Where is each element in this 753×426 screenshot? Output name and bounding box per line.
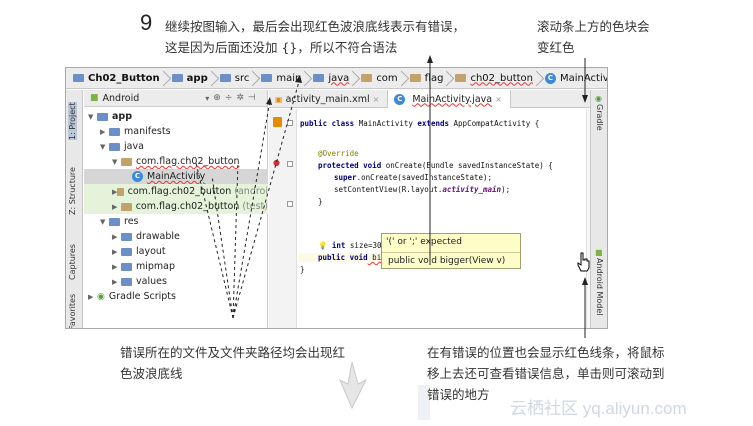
editor-gutter: ●	[269, 109, 297, 328]
left-tool-stripe: 1: Project Z: Structure Captures Favorit…	[66, 90, 83, 328]
tooltip-error-message: '(' or ';' expected	[386, 237, 462, 247]
error-tooltip: '(' or ';' expected public void bigger(V…	[381, 233, 521, 269]
navigation-bar: Ch02_Button app src main java com flag c…	[66, 68, 607, 89]
bulb-icon[interactable]: 💡	[318, 241, 328, 250]
gear-icon[interactable]: ✲	[236, 93, 244, 103]
tree-item-gradle-scripts[interactable]: ▶◉Gradle Scripts	[88, 291, 176, 302]
error-position-annotation: 在有错误的位置也会显示红色线条，将鼠标移上去还可查看错误信息，单击则可滚动到错误…	[427, 345, 665, 402]
package-icon	[117, 187, 124, 196]
project-panel: ■ Android ▾ ⊕ ÷ ✲ ⊣ ▼app ▶manifests ▼jav…	[84, 90, 268, 328]
tree-item-res[interactable]: ▼res	[100, 216, 139, 227]
project-toolbar: ■ Android ▾ ⊕ ÷ ✲ ⊣	[84, 90, 267, 107]
fold-icon[interactable]	[287, 161, 293, 167]
tree-item-values[interactable]: ▶values	[112, 276, 167, 287]
gradle-icon: ◉	[595, 94, 602, 103]
class-icon: C	[132, 171, 143, 182]
hand-cursor-icon	[577, 252, 590, 272]
crumb-com[interactable]: com	[357, 70, 403, 87]
crumb-src[interactable]: src	[216, 70, 256, 87]
gradle-icon: ◉	[97, 291, 105, 302]
view-mode-select[interactable]: Android	[102, 92, 140, 104]
tree-item-package-androidtest[interactable]: ▶com.flag.ch02_button (androi	[84, 184, 268, 199]
override-icon: ●	[273, 158, 280, 167]
crumb-project[interactable]: Ch02_Button	[69, 70, 166, 87]
class-icon: C	[545, 72, 556, 84]
folder-icon	[121, 232, 132, 241]
crumb-app[interactable]: app	[168, 70, 214, 87]
folder-icon	[261, 74, 273, 82]
watermark: 云栖社区 yq.aliyun.com	[510, 399, 687, 418]
package-icon	[120, 202, 132, 211]
close-icon[interactable]: ×	[495, 94, 502, 104]
android-icon: ■	[90, 93, 99, 103]
android-icon: ■	[595, 248, 603, 257]
right-tool-stripe: ◉ Gradle ■ Android Model	[590, 90, 607, 328]
scrollbar-annotation: 滚动条上方的色块会变红色	[537, 19, 650, 55]
fold-icon[interactable]	[287, 201, 293, 207]
tooltip-signature: public void bigger(View v)	[382, 252, 520, 269]
folder-icon	[121, 262, 132, 271]
collapse-icon[interactable]: ÷	[224, 93, 233, 103]
folder-icon	[313, 74, 325, 82]
folder-icon	[109, 127, 120, 136]
package-icon	[121, 157, 132, 166]
file-path-annotation: 错误所在的文件及文件夹路径均会出现红色波浪底线	[120, 345, 346, 381]
tree-item-app[interactable]: ▼app	[88, 111, 133, 122]
crumb-main[interactable]: main	[257, 70, 307, 87]
tree-item-drawable[interactable]: ▶drawable	[112, 231, 180, 242]
tab-activity-main-xml[interactable]: ▣activity_main.xml×	[269, 90, 389, 108]
folder-icon	[73, 74, 84, 82]
class-icon: C	[394, 93, 406, 105]
crumb-java[interactable]: java	[309, 70, 355, 87]
folder-icon	[109, 217, 120, 226]
tree-item-java[interactable]: ▼java	[100, 141, 144, 152]
tree-item-package[interactable]: ▼com.flag.ch02_button	[112, 156, 240, 167]
folder-icon	[121, 277, 132, 286]
tree-item-package-test[interactable]: ▶com.flag.ch02_button (test)	[84, 199, 268, 214]
ide-window: Ch02_Button app src main java com flag c…	[65, 67, 608, 329]
step-annotation: 继续按图输入，最后会出现红色波浪底线表示有错误，这是因为后面还没加 {}，所以不…	[165, 19, 466, 55]
chevron-down-icon[interactable]: ▾	[205, 93, 210, 103]
sync-icon[interactable]: ⊕	[213, 93, 221, 103]
package-icon	[361, 74, 373, 82]
fold-icon[interactable]	[287, 120, 293, 126]
folder-icon	[109, 142, 120, 151]
package-icon	[455, 74, 467, 82]
tree-item-manifests[interactable]: ▶manifests	[100, 126, 171, 137]
crumb-ch02-button[interactable]: ch02_button	[451, 70, 539, 87]
xml-file-icon: ▣	[275, 94, 283, 104]
crumb-flag[interactable]: flag	[406, 70, 450, 87]
folder-icon	[97, 112, 108, 121]
close-icon[interactable]: ×	[372, 94, 380, 104]
folder-icon	[171, 74, 183, 82]
package-icon	[409, 74, 421, 82]
tree-item-mipmap[interactable]: ▶mipmap	[112, 261, 176, 272]
step-number: 9	[140, 10, 153, 35]
class-marker-icon	[273, 117, 282, 127]
hide-icon[interactable]: ⊣	[247, 93, 256, 103]
folder-icon	[121, 247, 132, 256]
tree-item-layout[interactable]: ▶layout	[112, 246, 166, 257]
folder-icon	[219, 74, 231, 82]
